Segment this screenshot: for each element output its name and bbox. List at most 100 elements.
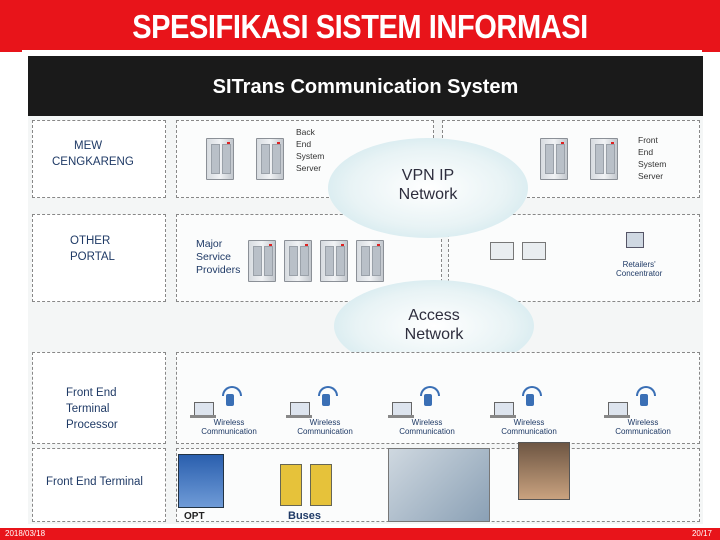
title-divider (22, 50, 702, 54)
service-provider-server-2 (284, 240, 312, 282)
major-service-label-2: Service (196, 251, 232, 263)
footer-bar (0, 528, 720, 540)
system-diagram: SITrans Communication System MEW CENGKAR… (28, 56, 703, 524)
row-portal-label: OTHER PORTAL (70, 233, 115, 265)
major-service-label: Major Service Providers (196, 238, 240, 277)
back-end-label-4: Server (296, 163, 322, 173)
vpn-cloud (328, 138, 528, 238)
retailer-device-1 (490, 242, 514, 260)
vpn-cloud-line1: VPN IP (401, 167, 455, 184)
row-terminal-label: Front End Terminal (46, 476, 143, 488)
access-cloud-line1: Access (408, 307, 460, 324)
wifi-icon (318, 386, 338, 396)
wifi-icon (222, 386, 242, 396)
row-portal-label-line2: PORTAL (70, 251, 115, 263)
back-end-server-2 (256, 138, 284, 180)
front-end-label-1: Front (638, 135, 658, 145)
row-processor-label: Front End Terminal Processor (66, 385, 118, 433)
back-end-server-1 (206, 138, 234, 180)
vpn-cloud-line2: Network (398, 186, 458, 203)
retailers-label: Retailers' Concentrator (616, 260, 662, 278)
front-end-server-label: Front End System Server (638, 134, 666, 182)
row-portal-label-box (32, 214, 166, 302)
front-end-server-2 (590, 138, 618, 180)
front-end-label-2: End (638, 147, 654, 157)
front-end-label-3: System (638, 159, 667, 169)
title-bar (0, 0, 720, 52)
back-end-label-3: System (296, 151, 325, 161)
opt-kiosk (178, 454, 224, 508)
laptop-icon (494, 402, 514, 416)
service-provider-server-4 (356, 240, 384, 282)
diagram-title: SITrans Communication System (212, 76, 519, 98)
back-end-server-label: Back End System Server (296, 126, 324, 174)
laptop-base (190, 415, 216, 418)
wireless-label-2-line2: Communication (297, 427, 353, 436)
buses-label: Buses (288, 510, 322, 522)
row-terminal-label-box (32, 448, 166, 522)
retailers-label-1: Retailers' (622, 260, 656, 269)
row-processor-label-line3: Processor (66, 419, 118, 431)
wifi-icon (522, 386, 542, 396)
laptop-base (286, 415, 312, 418)
access-cloud-line2: Network (404, 326, 464, 343)
laptop-icon (290, 402, 310, 416)
access-point-icon (526, 394, 534, 406)
opt-label: OPT (184, 511, 205, 522)
retailers-label-2: Concentrator (616, 269, 663, 278)
major-service-label-1: Major (196, 238, 223, 250)
wireless-label-3-line1: Wireless (411, 418, 443, 427)
wifi-icon (636, 386, 656, 396)
access-cloud-label: Access Network (374, 306, 494, 344)
laptop-icon (392, 402, 412, 416)
bus-device-2 (310, 464, 332, 506)
laptop-base (490, 415, 516, 418)
access-point-icon (322, 394, 330, 406)
bus-device-1 (280, 464, 302, 506)
row-mew-label-box (32, 120, 166, 198)
row-mew-label-line2: CENGKARENG (52, 156, 134, 168)
access-point-icon (640, 394, 648, 406)
wireless-label-4-line2: Communication (501, 427, 557, 436)
user-photo-image (518, 442, 570, 500)
front-end-server-1 (540, 138, 568, 180)
row-processor-label-box (32, 352, 166, 444)
wireless-label-1-line1: Wireless (213, 418, 245, 427)
wireless-label-4-line1: Wireless (513, 418, 545, 427)
back-end-label-1: Back (296, 127, 315, 137)
footer-page-number: 20/17 (691, 529, 712, 538)
wireless-label-1-line2: Communication (201, 427, 257, 436)
laptop-base (604, 415, 630, 418)
terminal-station-image (388, 448, 490, 522)
vpn-cloud-label: VPN IP Network (368, 166, 488, 204)
service-provider-server-3 (320, 240, 348, 282)
wireless-label-2-line1: Wireless (309, 418, 341, 427)
slide-title: SPESIFIKASI SISTEM INFORMASI (132, 8, 588, 45)
access-point-icon (226, 394, 234, 406)
service-provider-server-1 (248, 240, 276, 282)
footer-date: 2018/03/18 (5, 529, 46, 538)
row-portal-label-line1: OTHER (70, 235, 111, 247)
row-processor-label-line1: Front End (66, 387, 117, 399)
laptop-icon (608, 402, 628, 416)
row-mew-label-line1: MEW (74, 140, 103, 152)
wifi-icon (420, 386, 440, 396)
retailer-device-2 (522, 242, 546, 260)
wireless-label-5-line2: Communication (615, 427, 671, 436)
back-end-label-2: End (296, 139, 312, 149)
diagram-header (28, 56, 703, 116)
laptop-icon (194, 402, 214, 416)
row-processor-label-line2: Terminal (66, 403, 110, 415)
laptop-base (388, 415, 414, 418)
access-point-icon (424, 394, 432, 406)
row-processor-content (176, 352, 700, 444)
